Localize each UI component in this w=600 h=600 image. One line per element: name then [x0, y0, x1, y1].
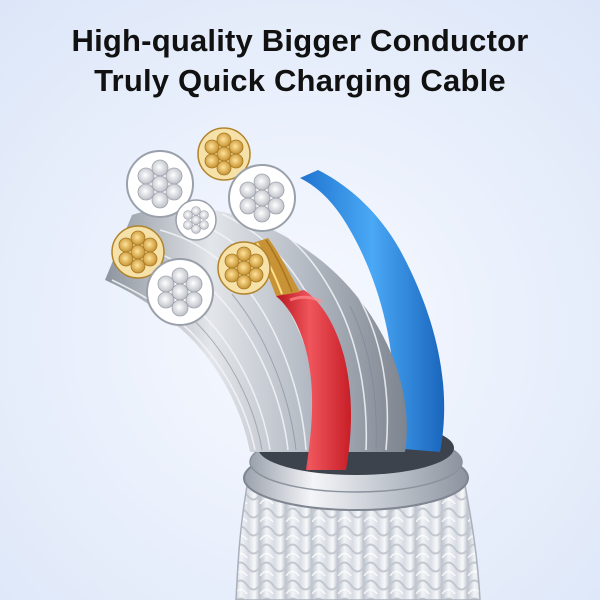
red-insulated-wire — [276, 290, 351, 470]
headline-line-2: Truly Quick Charging Cable — [94, 62, 506, 98]
strand-end-copper-left — [111, 225, 165, 279]
strand-end-copper-top — [197, 127, 251, 181]
blue-insulated-wire — [300, 170, 445, 452]
strand-end-copper-center — [217, 241, 271, 295]
strand-end-silver-top-right — [228, 164, 296, 232]
strand-end-silver-center-small — [175, 199, 217, 241]
strand-end-silver-top-left — [126, 150, 194, 218]
strand-end-silver-bottom-left — [146, 258, 214, 326]
headline-line-1: High-quality Bigger Conductor — [71, 23, 529, 58]
headline: High-quality Bigger Conductor Truly Quic… — [0, 22, 600, 100]
